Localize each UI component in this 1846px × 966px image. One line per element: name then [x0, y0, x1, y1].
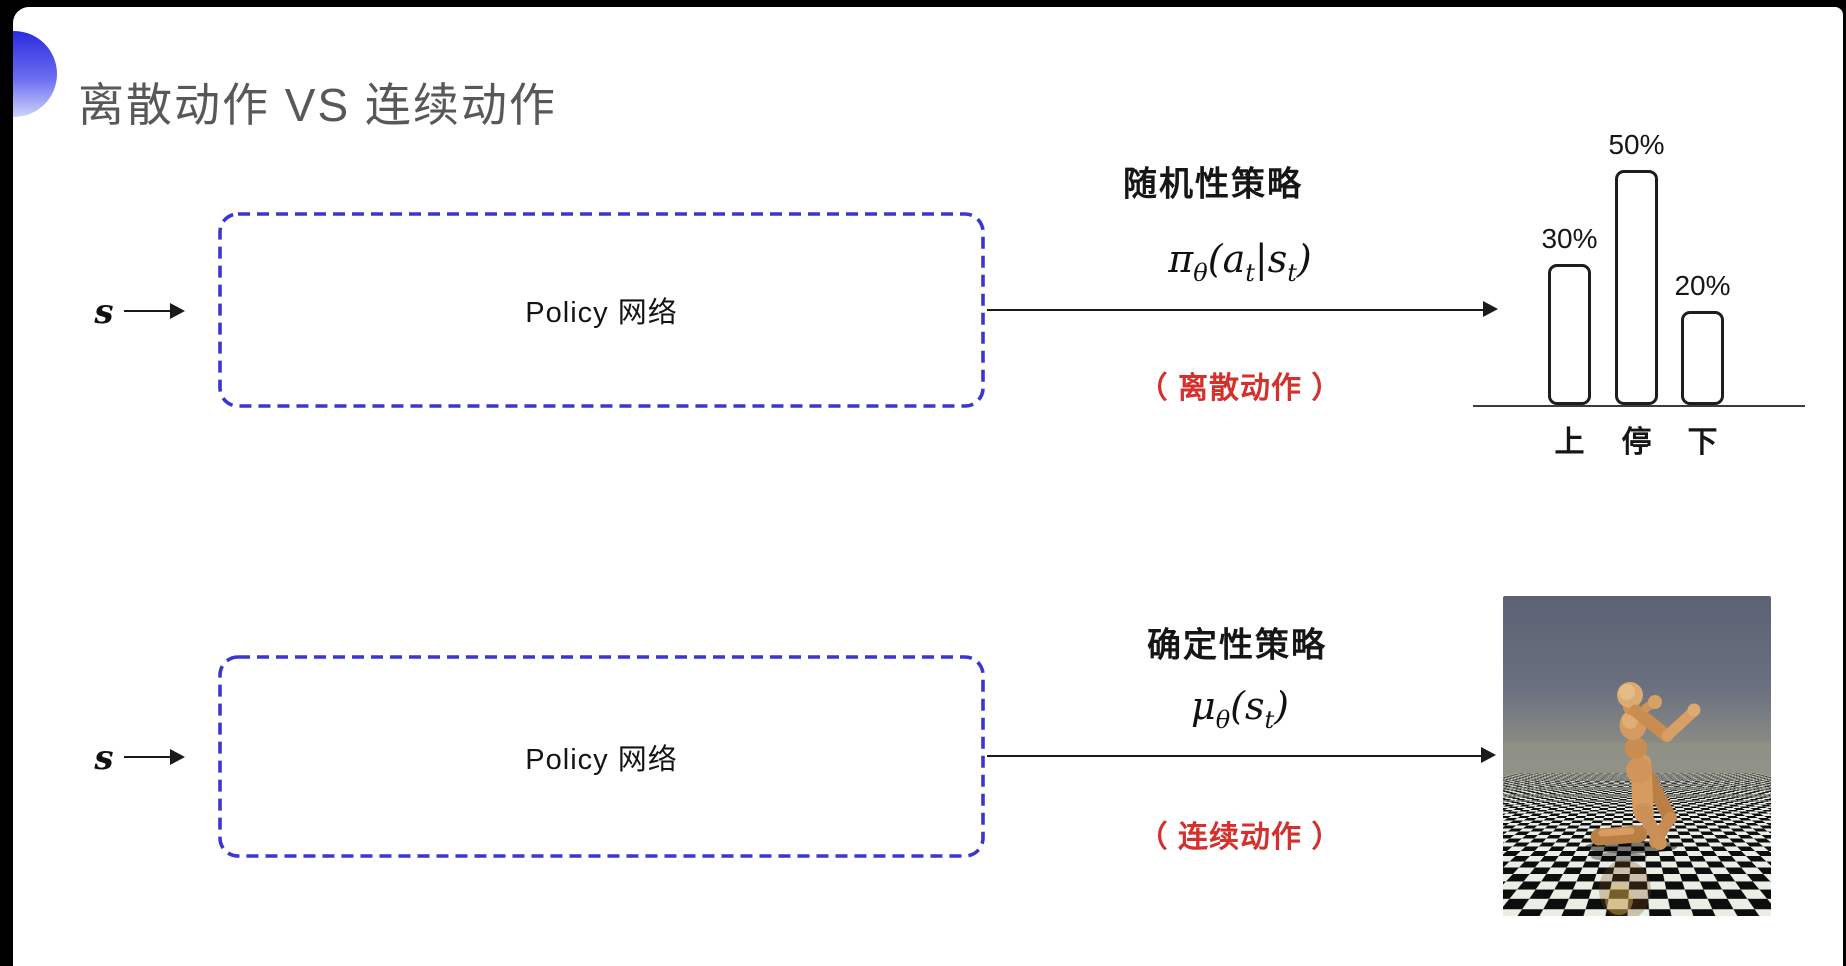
policy-network-box-top: Policy 网络 [218, 212, 985, 408]
category-label-up: 上 [1554, 426, 1585, 459]
output-arrow-top [987, 309, 1485, 312]
dashed-border-top [218, 212, 985, 408]
formula-open-paren: ( [1207, 237, 1223, 282]
formula-s: s [1244, 684, 1265, 729]
formula-open-paren: ( [1230, 684, 1245, 729]
output-arrowhead-top [1483, 301, 1498, 317]
formula-bar: | [1254, 237, 1268, 282]
formula-a-sub: t [1245, 258, 1255, 287]
action-probability-bar-chart: 30% 50% 20% 上 停 下 [1473, 118, 1805, 465]
formula-close-paren: ) [1296, 237, 1312, 282]
discrete-action-note: （ 离散动作 ） [1137, 372, 1343, 405]
state-input-label-top: s [94, 292, 114, 332]
chart-baseline [1473, 405, 1805, 408]
input-arrow-top [124, 310, 172, 313]
formula-close-paren: ) [1274, 684, 1289, 729]
bar-value-label: 50% [1608, 129, 1665, 160]
stochastic-policy-formula: πθ(at|st) [1168, 237, 1311, 287]
title-bullet-decoration-icon [13, 31, 57, 117]
input-arrowhead-bottom [170, 749, 185, 765]
bar-up [1548, 264, 1591, 405]
stochastic-policy-heading: 随机性策略 [1123, 165, 1303, 204]
category-label-stop: 停 [1621, 426, 1652, 459]
output-arrow-bottom [987, 755, 1483, 758]
formula-mu: μ [1191, 684, 1216, 729]
formula-s: s [1267, 237, 1288, 282]
formula-s-sub: t [1264, 705, 1275, 734]
output-arrowhead-bottom [1481, 747, 1496, 763]
bar-column-stop: 50% [1608, 129, 1665, 405]
formula-pi: π [1168, 237, 1194, 282]
state-input-label-bottom: s [94, 738, 114, 778]
formula-s-sub: t [1287, 258, 1297, 287]
bar-column-down: 20% [1674, 270, 1731, 405]
page-title: 离散动作 VS 连续动作 [78, 78, 557, 131]
dashed-border-bottom [218, 655, 985, 858]
continuous-action-note: （ 连续动作 ） [1137, 821, 1343, 854]
input-arrowhead-top [170, 303, 185, 319]
bar-column-up: 30% [1541, 223, 1598, 405]
bar-value-label: 20% [1674, 270, 1731, 301]
bar-value-label: 30% [1541, 223, 1598, 254]
deterministic-policy-heading: 确定性策略 [1147, 626, 1327, 665]
policy-network-label-bottom: Policy 网络 [525, 743, 678, 776]
humanoid-robot-figure [1585, 682, 1701, 916]
formula-theta-sub: θ [1215, 705, 1231, 734]
deterministic-policy-formula: μθ(st) [1191, 684, 1289, 734]
policy-network-box-bottom: Policy 网络 [218, 655, 985, 858]
bar-down [1681, 311, 1724, 405]
policy-network-label-top: Policy 网络 [525, 297, 678, 329]
bar-stop [1615, 170, 1658, 405]
category-label-down: 下 [1687, 426, 1718, 459]
input-arrow-bottom [124, 756, 172, 759]
formula-a: a [1222, 237, 1246, 282]
humanoid-simulation-image [1503, 596, 1771, 916]
formula-theta-sub: θ [1193, 258, 1208, 287]
